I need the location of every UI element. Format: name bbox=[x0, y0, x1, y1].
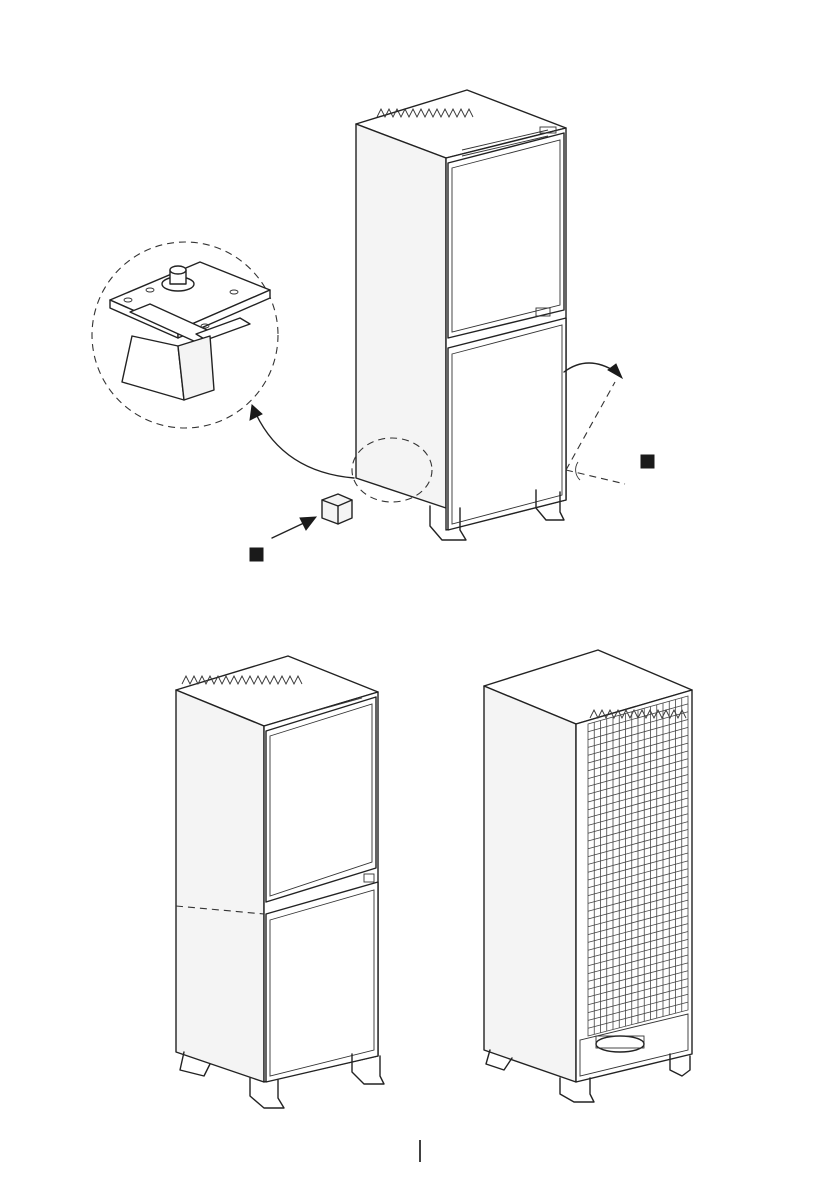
detail-pointer-arrow bbox=[256, 414, 354, 478]
insert-arrow bbox=[272, 517, 316, 538]
step-marker-2 bbox=[250, 548, 263, 561]
upper-door bbox=[448, 133, 564, 338]
cabinet-side bbox=[356, 124, 446, 508]
refrigerator-front-view-bottom bbox=[176, 656, 384, 1108]
front-foot-detail-magnified bbox=[92, 242, 278, 428]
refrigerator-top-view bbox=[352, 90, 625, 540]
upper-door-2 bbox=[266, 697, 376, 902]
foot-2b bbox=[250, 1078, 284, 1108]
step-marker-1 bbox=[641, 455, 654, 468]
foot-block bbox=[322, 494, 352, 524]
refrigerator-rear-view-condenser bbox=[484, 650, 692, 1102]
door-swing-line bbox=[566, 382, 615, 470]
lower-door-2 bbox=[266, 882, 378, 1082]
compressor bbox=[596, 1036, 644, 1052]
